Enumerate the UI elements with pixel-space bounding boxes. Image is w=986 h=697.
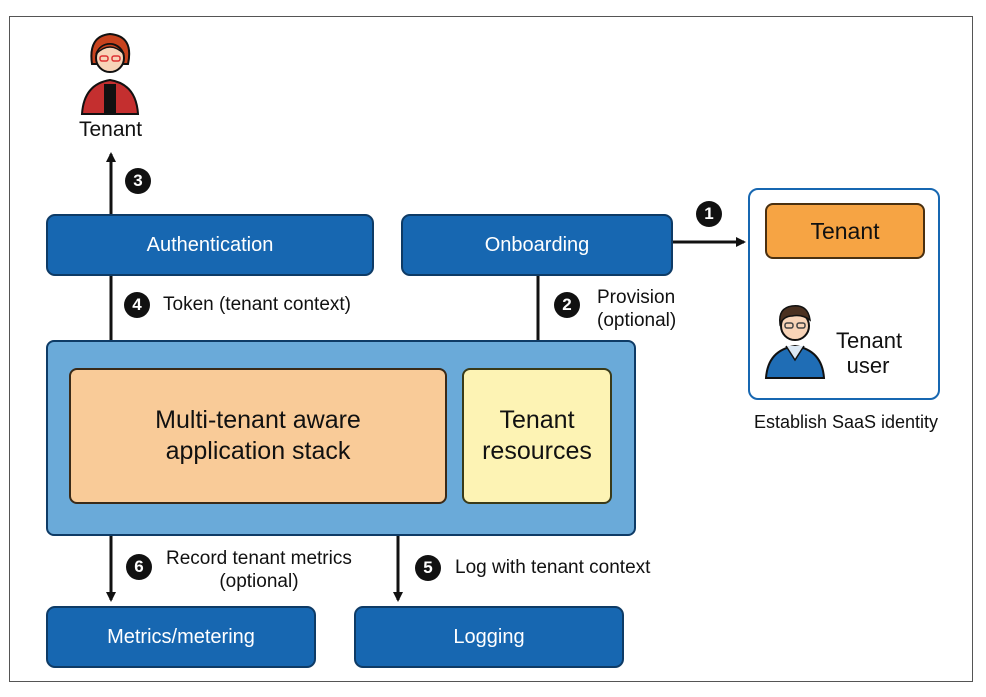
onboarding-box: Onboarding <box>401 214 673 276</box>
logging-box: Logging <box>354 606 624 668</box>
step-1-badge: 1 <box>696 201 722 227</box>
app-stack-box: Multi-tenant aware application stack <box>69 368 447 504</box>
tenant-person-label: Tenant <box>79 118 143 141</box>
diagram-frame <box>9 16 973 682</box>
step-6-label-line2: (optional) <box>219 571 299 592</box>
tenant-user-icon <box>764 305 826 379</box>
authentication-box: Authentication <box>46 214 374 276</box>
identity-caption: Establish SaaS identity <box>753 412 939 432</box>
tenant-user-label: Tenant user <box>836 328 903 378</box>
step-6-label: Record tenant metrics (optional) <box>166 547 352 593</box>
step-6-badge: 6 <box>126 554 152 580</box>
app-stack-line1: Multi-tenant aware <box>155 406 361 434</box>
identity-tenant-box: Tenant <box>765 203 925 259</box>
step-5-badge: 5 <box>415 555 441 581</box>
tenant-person-icon <box>80 32 140 115</box>
step-2-label: Provision (optional) <box>597 286 676 332</box>
step-2-label-line2: (optional) <box>597 310 677 331</box>
tenant-user-line1: Tenant <box>836 328 903 353</box>
tenant-resources-box: Tenant resources <box>462 368 612 504</box>
resources-line2: resources <box>482 437 592 465</box>
step-6-label-line1: Record tenant metrics <box>166 548 352 569</box>
step-2-label-line1: Provision <box>597 287 676 308</box>
step-3-badge: 3 <box>125 168 151 194</box>
step-5-label: Log with tenant context <box>455 557 651 578</box>
tenant-user-line2: user <box>846 353 890 378</box>
metrics-box: Metrics/metering <box>46 606 316 668</box>
resources-line1: Tenant <box>499 406 575 434</box>
app-stack-line2: application stack <box>165 437 351 465</box>
step-4-badge: 4 <box>124 292 150 318</box>
step-2-badge: 2 <box>554 292 580 318</box>
step-4-label: Token (tenant context) <box>163 294 351 315</box>
